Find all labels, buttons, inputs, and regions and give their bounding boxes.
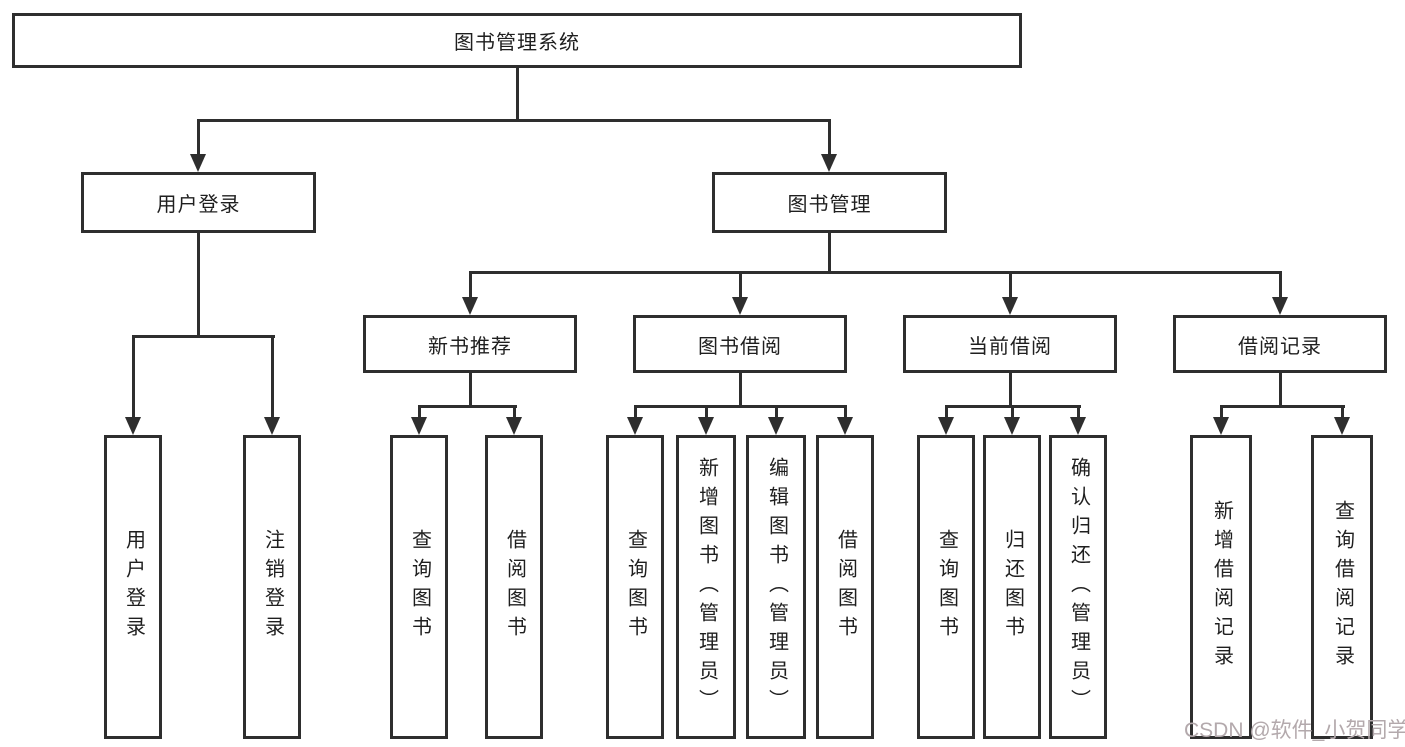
connector-leaf-stem — [945, 405, 948, 420]
arrow-down-icon — [506, 417, 522, 435]
arrow-down-icon — [732, 297, 748, 315]
connector-root-bar — [197, 119, 831, 122]
node-book-borrow: 图书借阅 — [633, 315, 847, 373]
arrow-down-icon — [1213, 417, 1229, 435]
csdn-watermark: CSDN @软件_小贺同学 — [1184, 719, 1405, 742]
arrow-down-icon — [837, 417, 853, 435]
leaf-add-borrow-record: 新增借阅记录 — [1190, 435, 1252, 739]
connector-user-login-bar — [132, 335, 275, 338]
node-user-login: 用户登录 — [81, 172, 316, 233]
connector-group-down — [1279, 373, 1282, 407]
node-borrow-records: 借阅记录 — [1173, 315, 1387, 373]
arrow-down-icon — [627, 417, 643, 435]
leaf-add-books-admin: 新增图书（管理员） — [676, 435, 736, 739]
connector-group-down — [469, 373, 472, 407]
node-label: 图书管理系统 — [454, 32, 580, 54]
connector-leaf-stem — [132, 335, 135, 419]
node-label: 查询图书 — [935, 529, 958, 645]
connector-user-login-down — [197, 233, 200, 337]
connector-leaf-stem — [1011, 405, 1014, 420]
arrow-down-icon — [264, 417, 280, 435]
node-label: 用户登录 — [122, 529, 145, 645]
connector-l3-stem — [739, 271, 742, 300]
arrow-down-icon — [1004, 417, 1020, 435]
connector-book-mgmt-down — [828, 233, 831, 273]
connector-group-bar — [1220, 405, 1345, 408]
arrow-down-icon — [698, 417, 714, 435]
connector-leaf-stem — [1220, 405, 1223, 420]
node-new-book-recommend: 新书推荐 — [363, 315, 577, 373]
node-library-management-system: 图书管理系统 — [12, 13, 1022, 68]
node-label: 查询借阅记录 — [1331, 500, 1354, 674]
node-label: 新增借阅记录 — [1210, 500, 1233, 674]
connector-group-down — [739, 373, 742, 407]
arrow-down-icon — [938, 417, 954, 435]
connector-l3-stem — [469, 271, 472, 300]
arrow-down-icon — [1334, 417, 1350, 435]
node-label: 借阅记录 — [1238, 335, 1322, 358]
connector-leaf-stem — [1341, 405, 1344, 420]
node-label: 新增图书（管理员） — [695, 456, 718, 718]
node-label: 查询图书 — [624, 529, 647, 645]
node-book-management: 图书管理 — [712, 172, 947, 233]
node-label: 新书推荐 — [428, 335, 512, 358]
leaf-edit-books-admin: 编辑图书（管理员） — [746, 435, 806, 739]
arrow-down-icon — [768, 417, 784, 435]
arrow-down-icon — [190, 154, 206, 172]
leaf-logout: 注销登录 — [243, 435, 301, 739]
connector-level3-bar — [469, 271, 1282, 274]
node-label: 借阅图书 — [503, 529, 526, 645]
connector-leaf-stem — [418, 405, 421, 420]
leaf-return-books: 归还图书 — [983, 435, 1041, 739]
node-label: 归还图书 — [1001, 529, 1024, 645]
leaf-query-books-borrow: 查询图书 — [606, 435, 664, 739]
connector-group-bar — [634, 405, 847, 408]
connector-leaf-stem — [513, 405, 516, 420]
arrow-down-icon — [821, 154, 837, 172]
connector-user-login-stem — [197, 119, 200, 156]
arrow-down-icon — [1272, 297, 1288, 315]
leaf-user-login: 用户登录 — [104, 435, 162, 739]
connector-leaf-stem — [1077, 405, 1080, 420]
connector-leaf-stem — [775, 405, 778, 420]
node-label: 图书管理 — [787, 194, 872, 216]
leaf-borrow-books: 借阅图书 — [816, 435, 874, 739]
arrow-down-icon — [125, 417, 141, 435]
node-label: 注销登录 — [261, 529, 284, 645]
connector-group-bar — [418, 405, 517, 408]
connector-group-down — [1009, 373, 1012, 407]
arrow-down-icon — [411, 417, 427, 435]
node-label: 用户登录 — [156, 194, 241, 216]
connector-leaf-stem — [634, 405, 637, 420]
node-label: 查询图书 — [408, 529, 431, 645]
connector-l3-stem — [1279, 271, 1282, 300]
node-label: 借阅图书 — [834, 529, 857, 645]
node-label: 图书借阅 — [698, 335, 782, 358]
connector-l3-stem — [1009, 271, 1012, 300]
arrow-down-icon — [1002, 297, 1018, 315]
connector-leaf-stem — [844, 405, 847, 420]
connector-book-mgmt-stem — [828, 119, 831, 156]
leaf-query-borrow-record: 查询借阅记录 — [1311, 435, 1373, 739]
leaf-query-books-current: 查询图书 — [917, 435, 975, 739]
connector-leaf-stem — [271, 335, 274, 419]
leaf-query-books-recommend: 查询图书 — [390, 435, 448, 739]
arrow-down-icon — [1070, 417, 1086, 435]
connector-root-stem — [516, 68, 519, 121]
connector-leaf-stem — [705, 405, 708, 420]
node-label: 确认归还（管理员） — [1067, 456, 1090, 718]
leaf-confirm-return-admin: 确认归还（管理员） — [1049, 435, 1107, 739]
leaf-borrow-books-recommend: 借阅图书 — [485, 435, 543, 739]
node-label: 编辑图书（管理员） — [765, 456, 788, 718]
arrow-down-icon — [462, 297, 478, 315]
node-current-borrow: 当前借阅 — [903, 315, 1117, 373]
node-label: 当前借阅 — [968, 335, 1052, 358]
